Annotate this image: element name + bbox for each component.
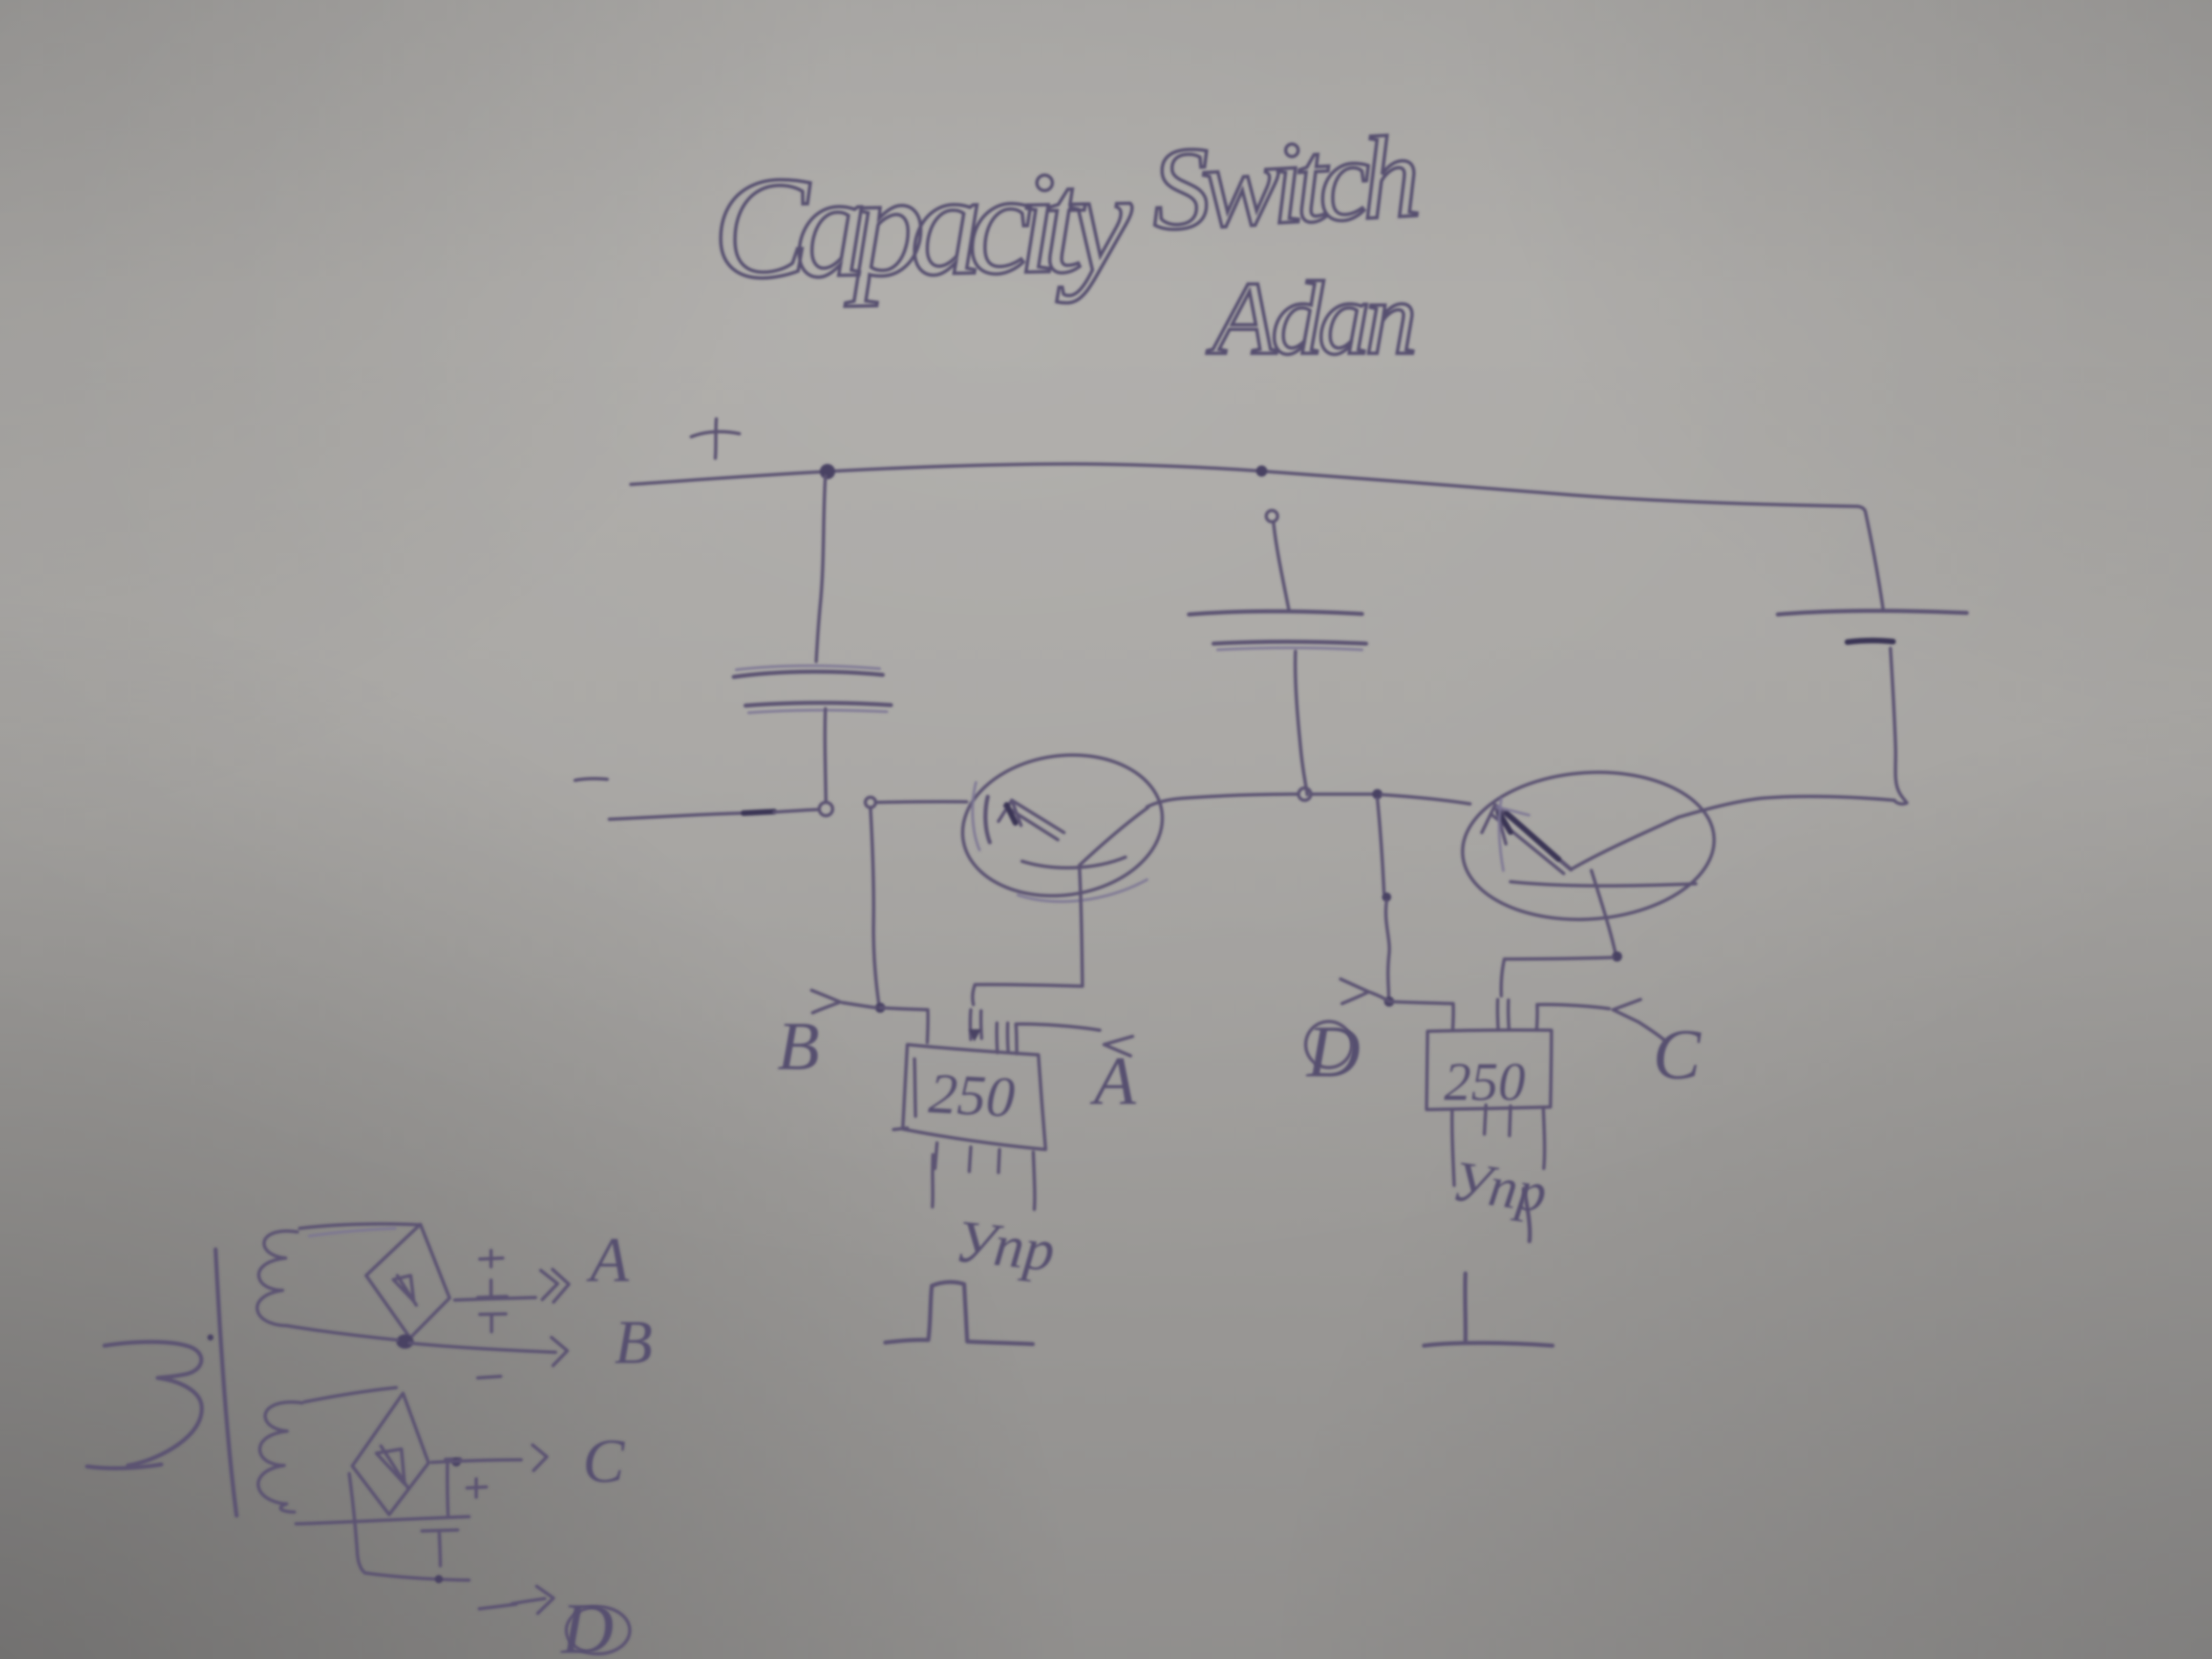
svg-text:Capacity: Capacity <box>711 140 1135 310</box>
svg-text:Упр: Упр <box>1449 1149 1551 1225</box>
svg-text:D: D <box>1306 1011 1360 1093</box>
svg-text:Упр: Упр <box>952 1207 1058 1285</box>
svg-text:B: B <box>777 1008 819 1084</box>
svg-text:250: 250 <box>927 1061 1016 1130</box>
svg-text:C: C <box>1653 1015 1701 1094</box>
svg-text:B: B <box>614 1308 653 1377</box>
svg-text:Switch: Switch <box>1148 111 1423 255</box>
svg-text:D: D <box>560 1588 614 1659</box>
svg-text:250: 250 <box>1444 1052 1525 1112</box>
svg-text:A: A <box>586 1225 629 1295</box>
svg-text:Adan: Adan <box>1206 260 1417 376</box>
svg-text:A: A <box>1090 1043 1136 1119</box>
svg-text:C: C <box>583 1427 625 1496</box>
